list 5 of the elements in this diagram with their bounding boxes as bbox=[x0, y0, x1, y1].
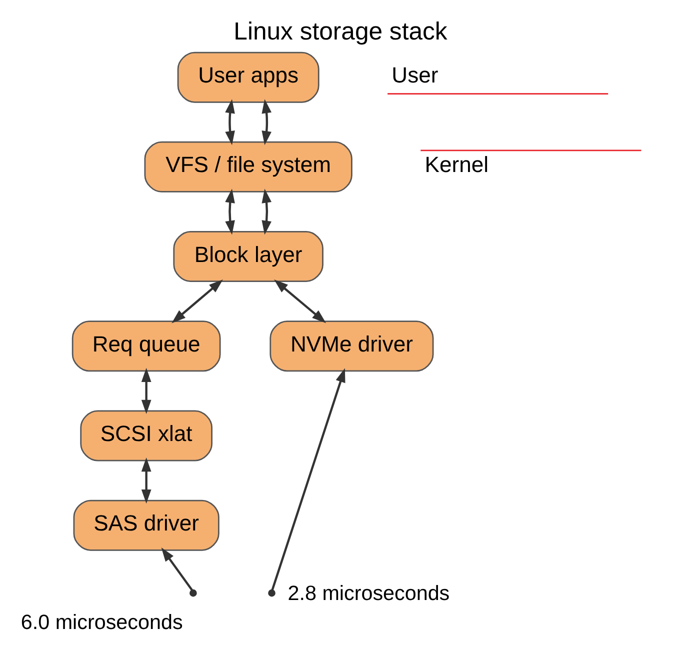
label: User bbox=[392, 62, 438, 88]
edge-label: 6.0 microseconds bbox=[20, 611, 183, 634]
edge-label: 2.8 microseconds bbox=[288, 582, 450, 605]
label: Kernel bbox=[424, 152, 489, 178]
diagram-title: Linux storage stack bbox=[234, 18, 448, 46]
